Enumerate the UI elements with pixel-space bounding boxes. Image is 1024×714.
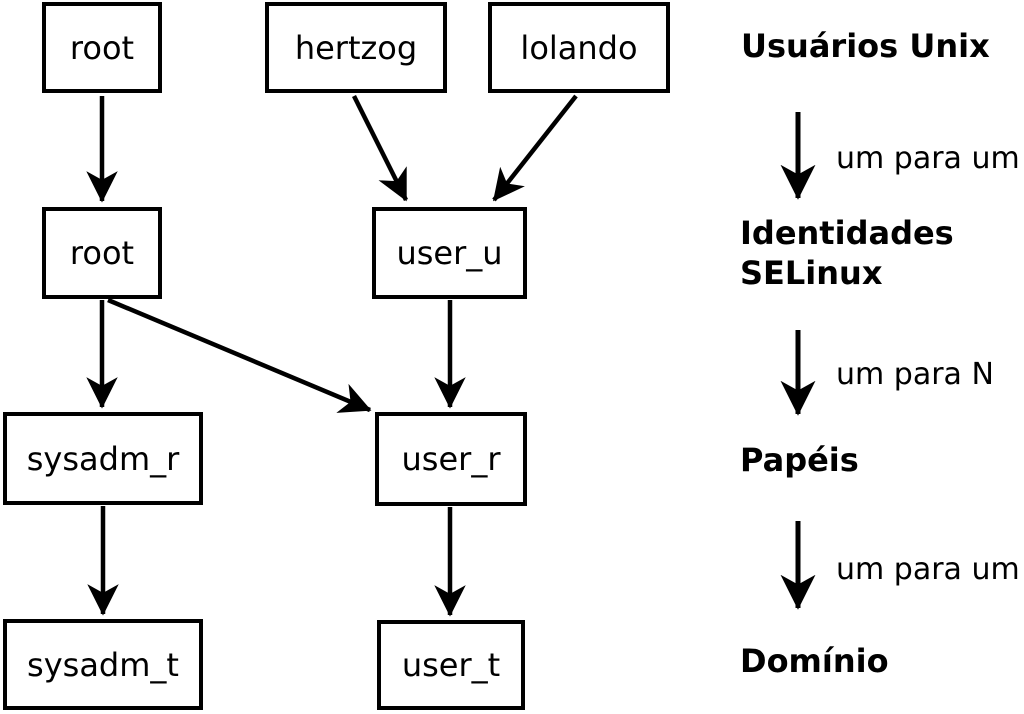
node-selinux-root: root	[42, 207, 162, 299]
node-role-sysadm-r-label: sysadm_r	[26, 439, 180, 478]
node-unix-hertzog-label: hertzog	[294, 28, 418, 67]
node-unix-root-label: root	[69, 28, 135, 67]
node-selinux-user-u-label: user_u	[396, 234, 503, 272]
node-selinux-user-u: user_u	[372, 207, 527, 299]
legend-domain: Domínio	[740, 642, 889, 680]
node-unix-hertzog: hertzog	[265, 2, 447, 93]
legend-selinux-identities-line1: Identidades	[740, 214, 954, 252]
arrow-hertzog-to-useru	[351, 94, 409, 202]
node-unix-root: root	[42, 2, 162, 93]
arrow-selinuxroot-to-userr	[107, 297, 372, 413]
legend-selinux-identities: Identidades SELinux	[740, 213, 954, 293]
node-role-user-r-label: user_r	[401, 440, 501, 478]
node-unix-lolando-label: lolando	[520, 28, 638, 67]
node-domain-sysadm-t: sysadm_t	[3, 619, 203, 710]
legend-note-one-to-n: um para N	[836, 357, 994, 392]
legend-note-one-to-one-2: um para um	[836, 552, 1020, 587]
node-role-sysadm-r: sysadm_r	[3, 412, 203, 505]
node-unix-lolando: lolando	[488, 2, 670, 93]
node-role-user-r: user_r	[375, 412, 527, 506]
node-domain-user-t: user_t	[377, 620, 525, 710]
node-selinux-root-label: root	[69, 234, 135, 272]
legend-note-one-to-one-1: um para um	[836, 141, 1020, 176]
node-domain-user-t-label: user_t	[401, 646, 501, 684]
arrow-lolando-to-useru	[492, 94, 578, 202]
node-domain-sysadm-t-label: sysadm_t	[27, 645, 179, 684]
legend-unix-users: Usuários Unix	[741, 27, 990, 65]
legend-selinux-identities-line2: SELinux	[740, 254, 883, 292]
legend-roles: Papéis	[740, 441, 859, 479]
